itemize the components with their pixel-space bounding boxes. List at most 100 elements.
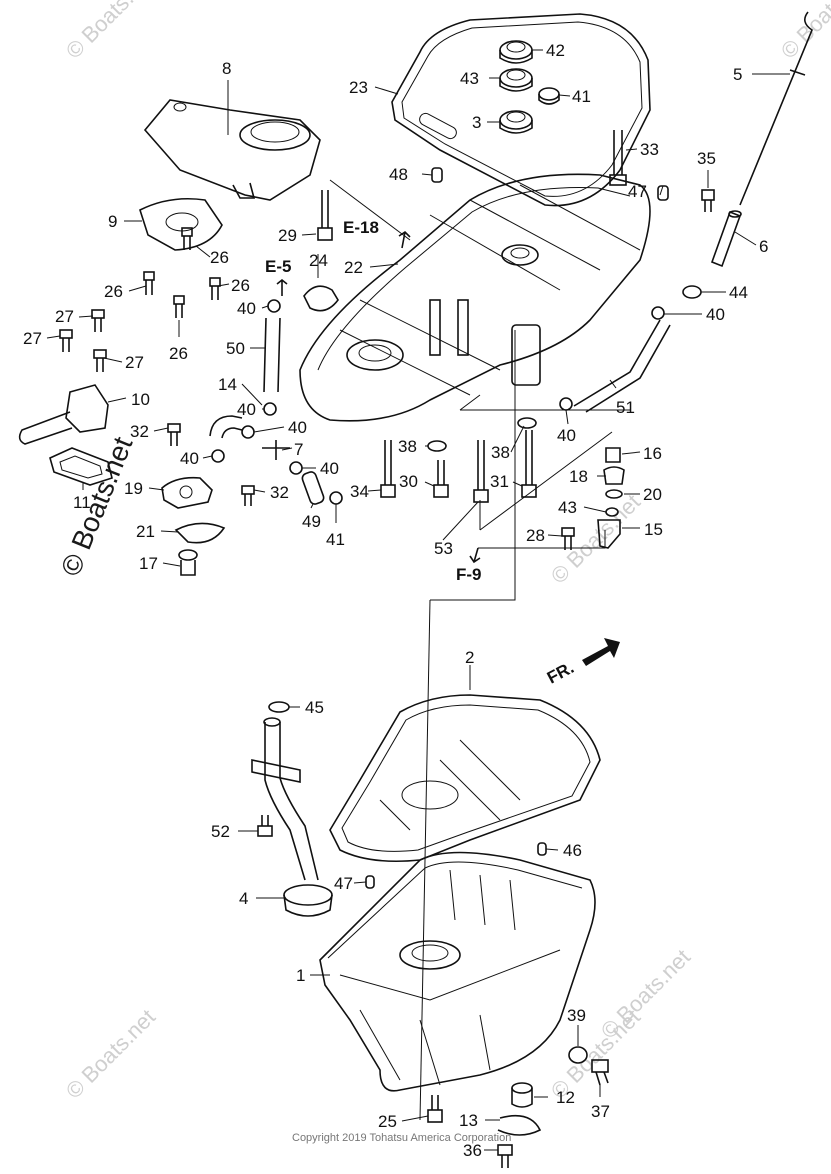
callout-40: 40 xyxy=(706,305,725,324)
part-18 xyxy=(603,466,625,485)
top-gasket xyxy=(391,13,651,207)
bolt-31 xyxy=(473,440,489,503)
clamp-40 xyxy=(559,397,573,411)
front-arrow: FR. xyxy=(544,638,620,688)
clamp-40 xyxy=(267,299,281,313)
front-label: FR. xyxy=(544,658,577,688)
callout-4: 4 xyxy=(239,889,248,908)
bolt-53 xyxy=(257,815,273,837)
grommet-24 xyxy=(303,285,339,312)
ref-f9: F-9 xyxy=(456,565,482,584)
clamp-40 xyxy=(651,306,665,320)
callout-35: 35 xyxy=(697,149,716,168)
callout-24: 24 xyxy=(309,251,328,270)
drain-plug-12 xyxy=(511,1082,533,1108)
oil-seal-43b xyxy=(499,68,533,92)
section-line xyxy=(430,330,516,601)
ref-arrow-f9 xyxy=(469,547,481,564)
clamp-40 xyxy=(241,425,255,439)
pin-47b xyxy=(365,875,375,889)
section-line xyxy=(459,394,630,411)
callout-50: 49 xyxy=(302,512,321,531)
callout-11: 11 xyxy=(73,493,91,512)
callout-47: 46 xyxy=(563,841,582,860)
callout-13: 13 xyxy=(459,1111,478,1130)
callout-20: 20 xyxy=(643,485,662,504)
oil-seal-43 xyxy=(499,40,533,64)
callout-40: 40 xyxy=(288,418,307,437)
housing-19 xyxy=(161,476,213,509)
callout-42: 41 xyxy=(572,87,591,106)
part-16 xyxy=(605,447,621,463)
callout-15: 15 xyxy=(644,520,663,539)
bolt-27a xyxy=(91,309,105,332)
callout-14: 14 xyxy=(218,375,237,394)
callout-44: 43 xyxy=(558,498,577,517)
callout-29: 29 xyxy=(278,226,297,245)
bolt-26a xyxy=(143,271,155,295)
thermostat-cover xyxy=(143,99,321,201)
bolt-30 xyxy=(433,460,449,498)
callout-32: 32 xyxy=(270,483,289,502)
ref-e5: E-5 xyxy=(265,257,291,276)
bolt-37 xyxy=(591,1059,609,1086)
watermark: © Boats.net xyxy=(61,0,160,64)
callout-53: 52 xyxy=(211,822,230,841)
dipstick xyxy=(739,11,813,206)
callout-25: 25 xyxy=(378,1112,397,1131)
callout-23: 23 xyxy=(349,78,368,97)
hose-14 xyxy=(209,415,243,439)
pin-49 xyxy=(431,167,443,183)
cover-10 xyxy=(18,384,109,445)
bolt-33 xyxy=(609,130,627,186)
bolt-31b xyxy=(521,430,537,498)
callout-26: 26 xyxy=(210,248,229,267)
callout-19: 19 xyxy=(124,479,143,498)
callout-27: 27 xyxy=(125,353,144,372)
bolt-26b xyxy=(181,227,193,250)
bolt-32b xyxy=(241,485,255,506)
o-ring-21 xyxy=(174,522,226,544)
callout-5: 5 xyxy=(733,65,742,84)
clamp-40 xyxy=(263,402,277,416)
bolt-32a xyxy=(167,423,181,446)
callout-27: 27 xyxy=(55,307,74,326)
main-watermark: © Boats.net xyxy=(55,432,139,580)
o-ring-46 xyxy=(268,701,290,713)
callout-6: 6 xyxy=(759,237,768,256)
washer-20 xyxy=(605,489,623,499)
callout-43: 43 xyxy=(460,69,479,88)
bolt-35 xyxy=(701,189,715,212)
oil-case-upper xyxy=(299,173,651,422)
oil-pan-gasket xyxy=(329,694,601,863)
pin-47a xyxy=(537,842,547,856)
callout-31: 31 xyxy=(490,472,509,491)
bearing-42 xyxy=(538,87,560,105)
callout-3: 3 xyxy=(472,113,481,132)
callout-45: 44 xyxy=(729,283,748,302)
bolt-25 xyxy=(427,1095,443,1123)
callout-1: 1 xyxy=(296,966,305,985)
joint-7 xyxy=(262,440,290,460)
washer-44 xyxy=(605,507,619,517)
callout-38: 38 xyxy=(491,443,510,462)
callout-43: 42 xyxy=(546,41,565,60)
washer-38a xyxy=(427,440,447,452)
callout-30: 30 xyxy=(399,472,418,491)
callout-48: 47 xyxy=(628,182,647,201)
watermark: © Boats.net xyxy=(61,1004,160,1103)
callout-26: 26 xyxy=(169,344,188,363)
callout-38: 38 xyxy=(398,437,417,456)
dipstick-guide xyxy=(710,210,742,268)
callout-10: 10 xyxy=(131,390,150,409)
callout-52: 51 xyxy=(616,398,635,417)
section-line xyxy=(329,179,411,241)
callout-47: 47 xyxy=(334,874,353,893)
oil-seal-3 xyxy=(499,110,533,134)
part-15 xyxy=(597,519,621,549)
bolt-26c xyxy=(209,277,221,300)
callout-37: 37 xyxy=(591,1102,610,1121)
callout-26: 26 xyxy=(104,282,123,301)
hose-52 xyxy=(573,319,671,413)
